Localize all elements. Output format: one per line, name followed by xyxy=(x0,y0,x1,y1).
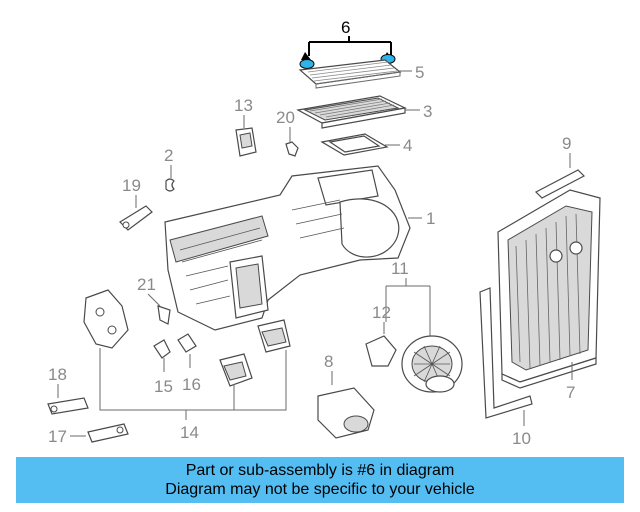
callout-17: 17 xyxy=(48,427,67,446)
part-20[interactable]: 20 xyxy=(276,108,299,157)
leader-6 xyxy=(308,36,392,56)
part-10-gasket[interactable]: 10 xyxy=(479,287,533,448)
info-banner: Part or sub-assembly is #6 in diagram Di… xyxy=(16,457,624,503)
part-17[interactable]: 17 xyxy=(48,423,129,446)
callout-11: 11 xyxy=(391,259,409,278)
parts-diagram: 6 5 3 4 20 13 xyxy=(47,18,601,448)
part-1-hvac-housing[interactable]: 1 xyxy=(164,165,435,331)
part-9-seal-strip[interactable]: 9 xyxy=(534,134,586,199)
callout-18: 18 xyxy=(48,365,67,384)
part-8-motor-housing[interactable]: 8 xyxy=(317,352,375,439)
part-14-leaders: 14 xyxy=(99,348,287,442)
part-21[interactable]: 21 xyxy=(137,275,171,325)
part-16-sensor[interactable]: 16 xyxy=(177,333,201,394)
callout-10: 10 xyxy=(512,429,531,448)
part-4-seal[interactable]: 4 xyxy=(320,133,412,156)
actuator-bracket[interactable] xyxy=(83,289,129,349)
callout-3: 3 xyxy=(423,102,432,121)
callout-20: 20 xyxy=(276,108,295,127)
callout-14: 14 xyxy=(180,423,199,442)
actuator-center[interactable] xyxy=(219,353,253,387)
actuator-right[interactable] xyxy=(257,319,291,353)
callout-19: 19 xyxy=(122,176,141,195)
callout-9: 9 xyxy=(562,134,571,153)
part-3-cabin-filter[interactable]: 3 xyxy=(296,95,432,129)
filter-clip-left[interactable] xyxy=(299,59,315,69)
part-11-blower-motor[interactable]: 11 xyxy=(385,259,463,393)
callout-2: 2 xyxy=(164,146,173,165)
callout-8: 8 xyxy=(324,352,333,371)
part-12-resistor[interactable]: 12 xyxy=(365,303,397,367)
leader-6-arrow-left xyxy=(301,52,311,60)
callout-5: 5 xyxy=(415,63,424,82)
part-19[interactable]: 19 xyxy=(119,176,153,231)
banner-line-1: Part or sub-assembly is #6 in diagram xyxy=(185,462,455,479)
callout-15: 15 xyxy=(154,377,173,396)
part-5-filter-cover[interactable]: 5 xyxy=(298,59,424,89)
callout-4: 4 xyxy=(403,136,412,155)
part-18[interactable]: 18 xyxy=(47,365,89,415)
part-15-sensor[interactable]: 15 xyxy=(153,339,173,396)
part-2[interactable]: 2 xyxy=(164,146,175,192)
callout-6[interactable]: 6 xyxy=(341,18,350,37)
callout-16: 16 xyxy=(182,375,201,394)
callout-7: 7 xyxy=(566,383,575,402)
part-6-group[interactable]: 6 xyxy=(299,18,396,69)
callout-12: 12 xyxy=(372,303,391,322)
callout-21: 21 xyxy=(137,275,156,294)
callout-13: 13 xyxy=(234,96,253,115)
banner-line-2: Diagram may not be specific to your vehi… xyxy=(165,481,475,498)
callout-1: 1 xyxy=(426,209,435,228)
part-7-heater-core[interactable]: 7 xyxy=(497,189,601,402)
part-13[interactable]: 13 xyxy=(234,96,257,157)
